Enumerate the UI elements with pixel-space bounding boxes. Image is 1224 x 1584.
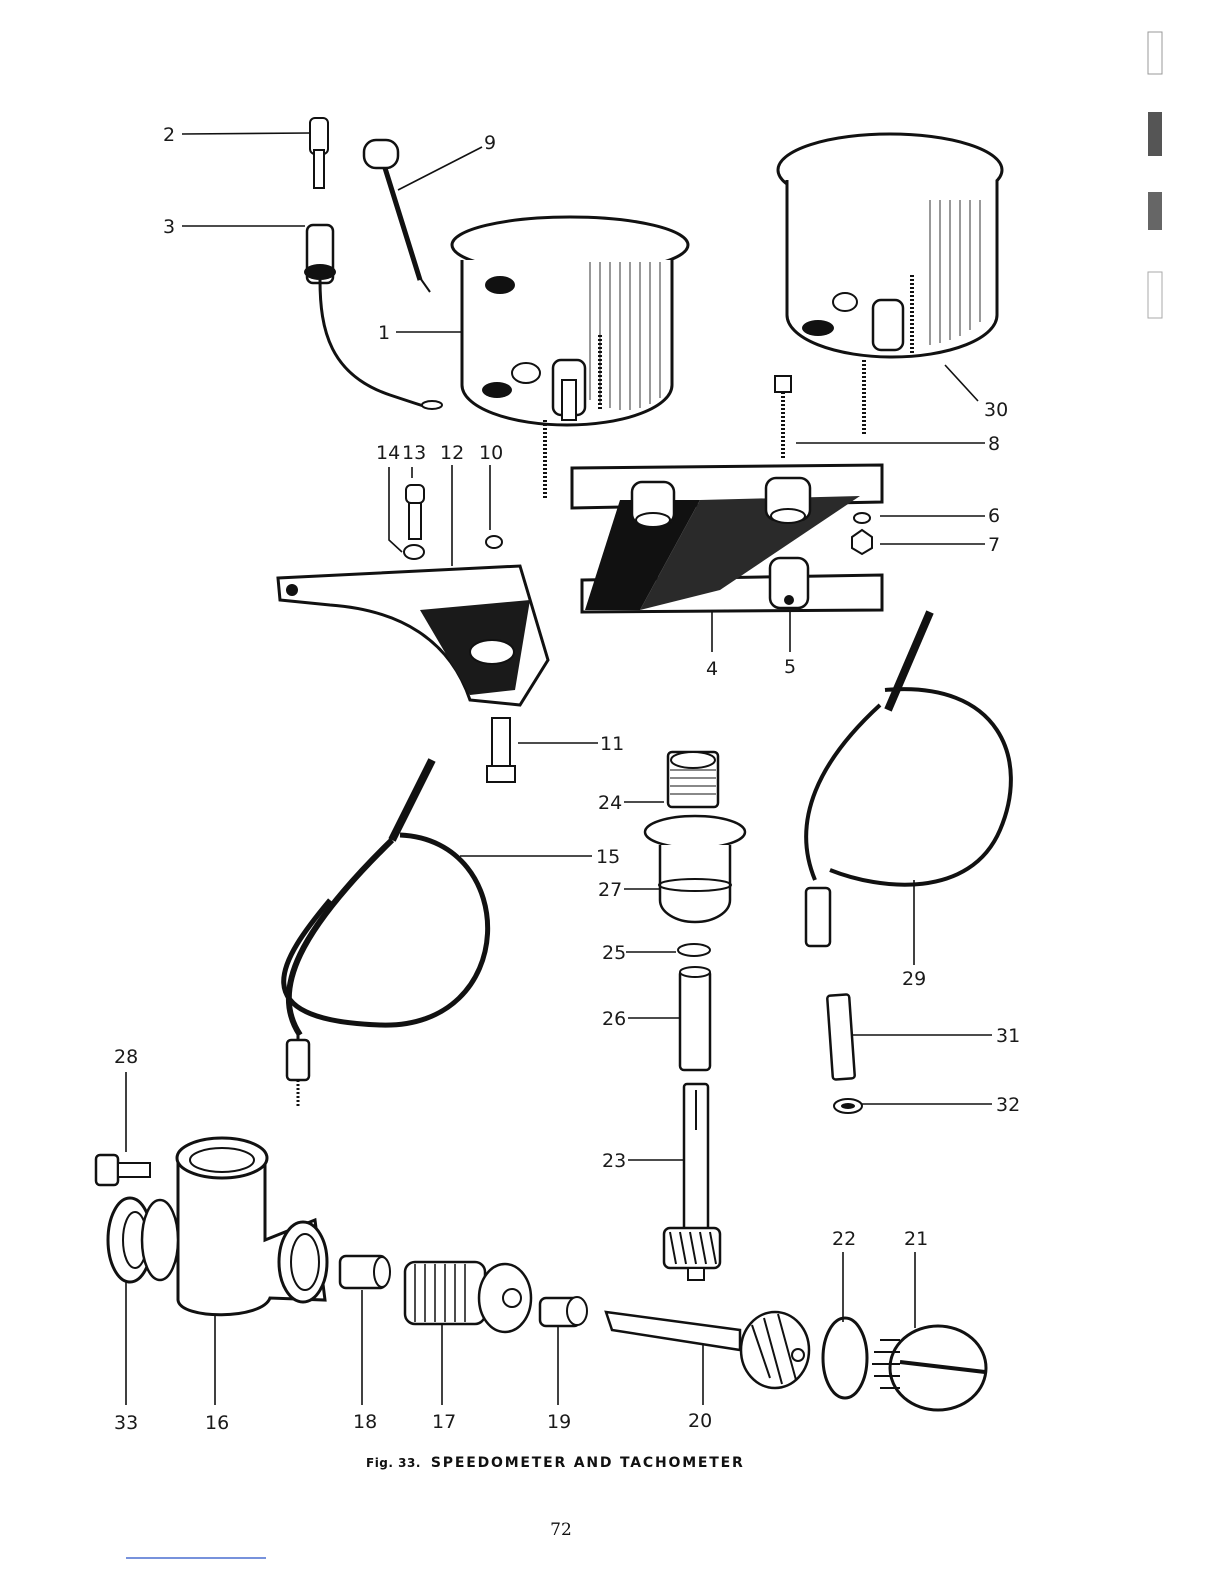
callout-3: 3 (163, 216, 175, 238)
callout-1: 1 (378, 322, 390, 344)
callout-16: 16 (205, 1412, 229, 1434)
callout-19: 19 (547, 1411, 571, 1433)
callout-21: 21 (904, 1228, 928, 1250)
callout-5: 5 (784, 656, 796, 678)
callout-6: 6 (988, 505, 1000, 527)
callout-28: 28 (114, 1046, 138, 1068)
tachometer-cable-drawing (806, 612, 1011, 946)
gearbox-drive-drawing (96, 1138, 986, 1410)
callout-15: 15 (596, 846, 620, 868)
callout-25: 25 (602, 942, 626, 964)
callout-31: 31 (996, 1025, 1020, 1047)
callout-30: 30 (984, 399, 1008, 421)
callout-13: 13 (402, 442, 426, 464)
callout-20: 20 (688, 1410, 712, 1432)
figure-title: SPEEDOMETER AND TACHOMETER (431, 1455, 745, 1471)
callout-18: 18 (353, 1411, 377, 1433)
callout-11: 11 (600, 733, 624, 755)
support-bracket-drawing (278, 485, 548, 782)
speedometer-cable-drawing (284, 760, 488, 1108)
callout-23: 23 (602, 1150, 626, 1172)
callout-27: 27 (598, 879, 622, 901)
callout-22: 22 (832, 1228, 856, 1250)
page-number: 72 (546, 1520, 576, 1540)
drive-housing-drawing (645, 752, 745, 1280)
figure-caption: Fig. 33. SPEEDOMETER AND TACHOMETER (366, 1455, 866, 1471)
callout-14: 14 (376, 442, 400, 464)
callout-7: 7 (988, 534, 1000, 556)
callout-10: 10 (479, 442, 503, 464)
callout-32: 32 (996, 1094, 1020, 1116)
callout-2: 2 (163, 124, 175, 146)
callout-29: 29 (902, 968, 926, 990)
callout-9: 9 (484, 132, 496, 154)
callout-8: 8 (988, 433, 1000, 455)
callout-17: 17 (432, 1411, 456, 1433)
callout-33: 33 (114, 1412, 138, 1434)
callout-12: 12 (440, 442, 464, 464)
callout-4: 4 (706, 658, 718, 680)
trip-reset-drawing (364, 140, 430, 292)
figure-number: Fig. 33. (366, 1456, 421, 1470)
drive-key-drawing (827, 994, 862, 1113)
callout-26: 26 (602, 1008, 626, 1030)
callout-24: 24 (598, 792, 622, 814)
scan-margin-marks (1148, 32, 1162, 318)
